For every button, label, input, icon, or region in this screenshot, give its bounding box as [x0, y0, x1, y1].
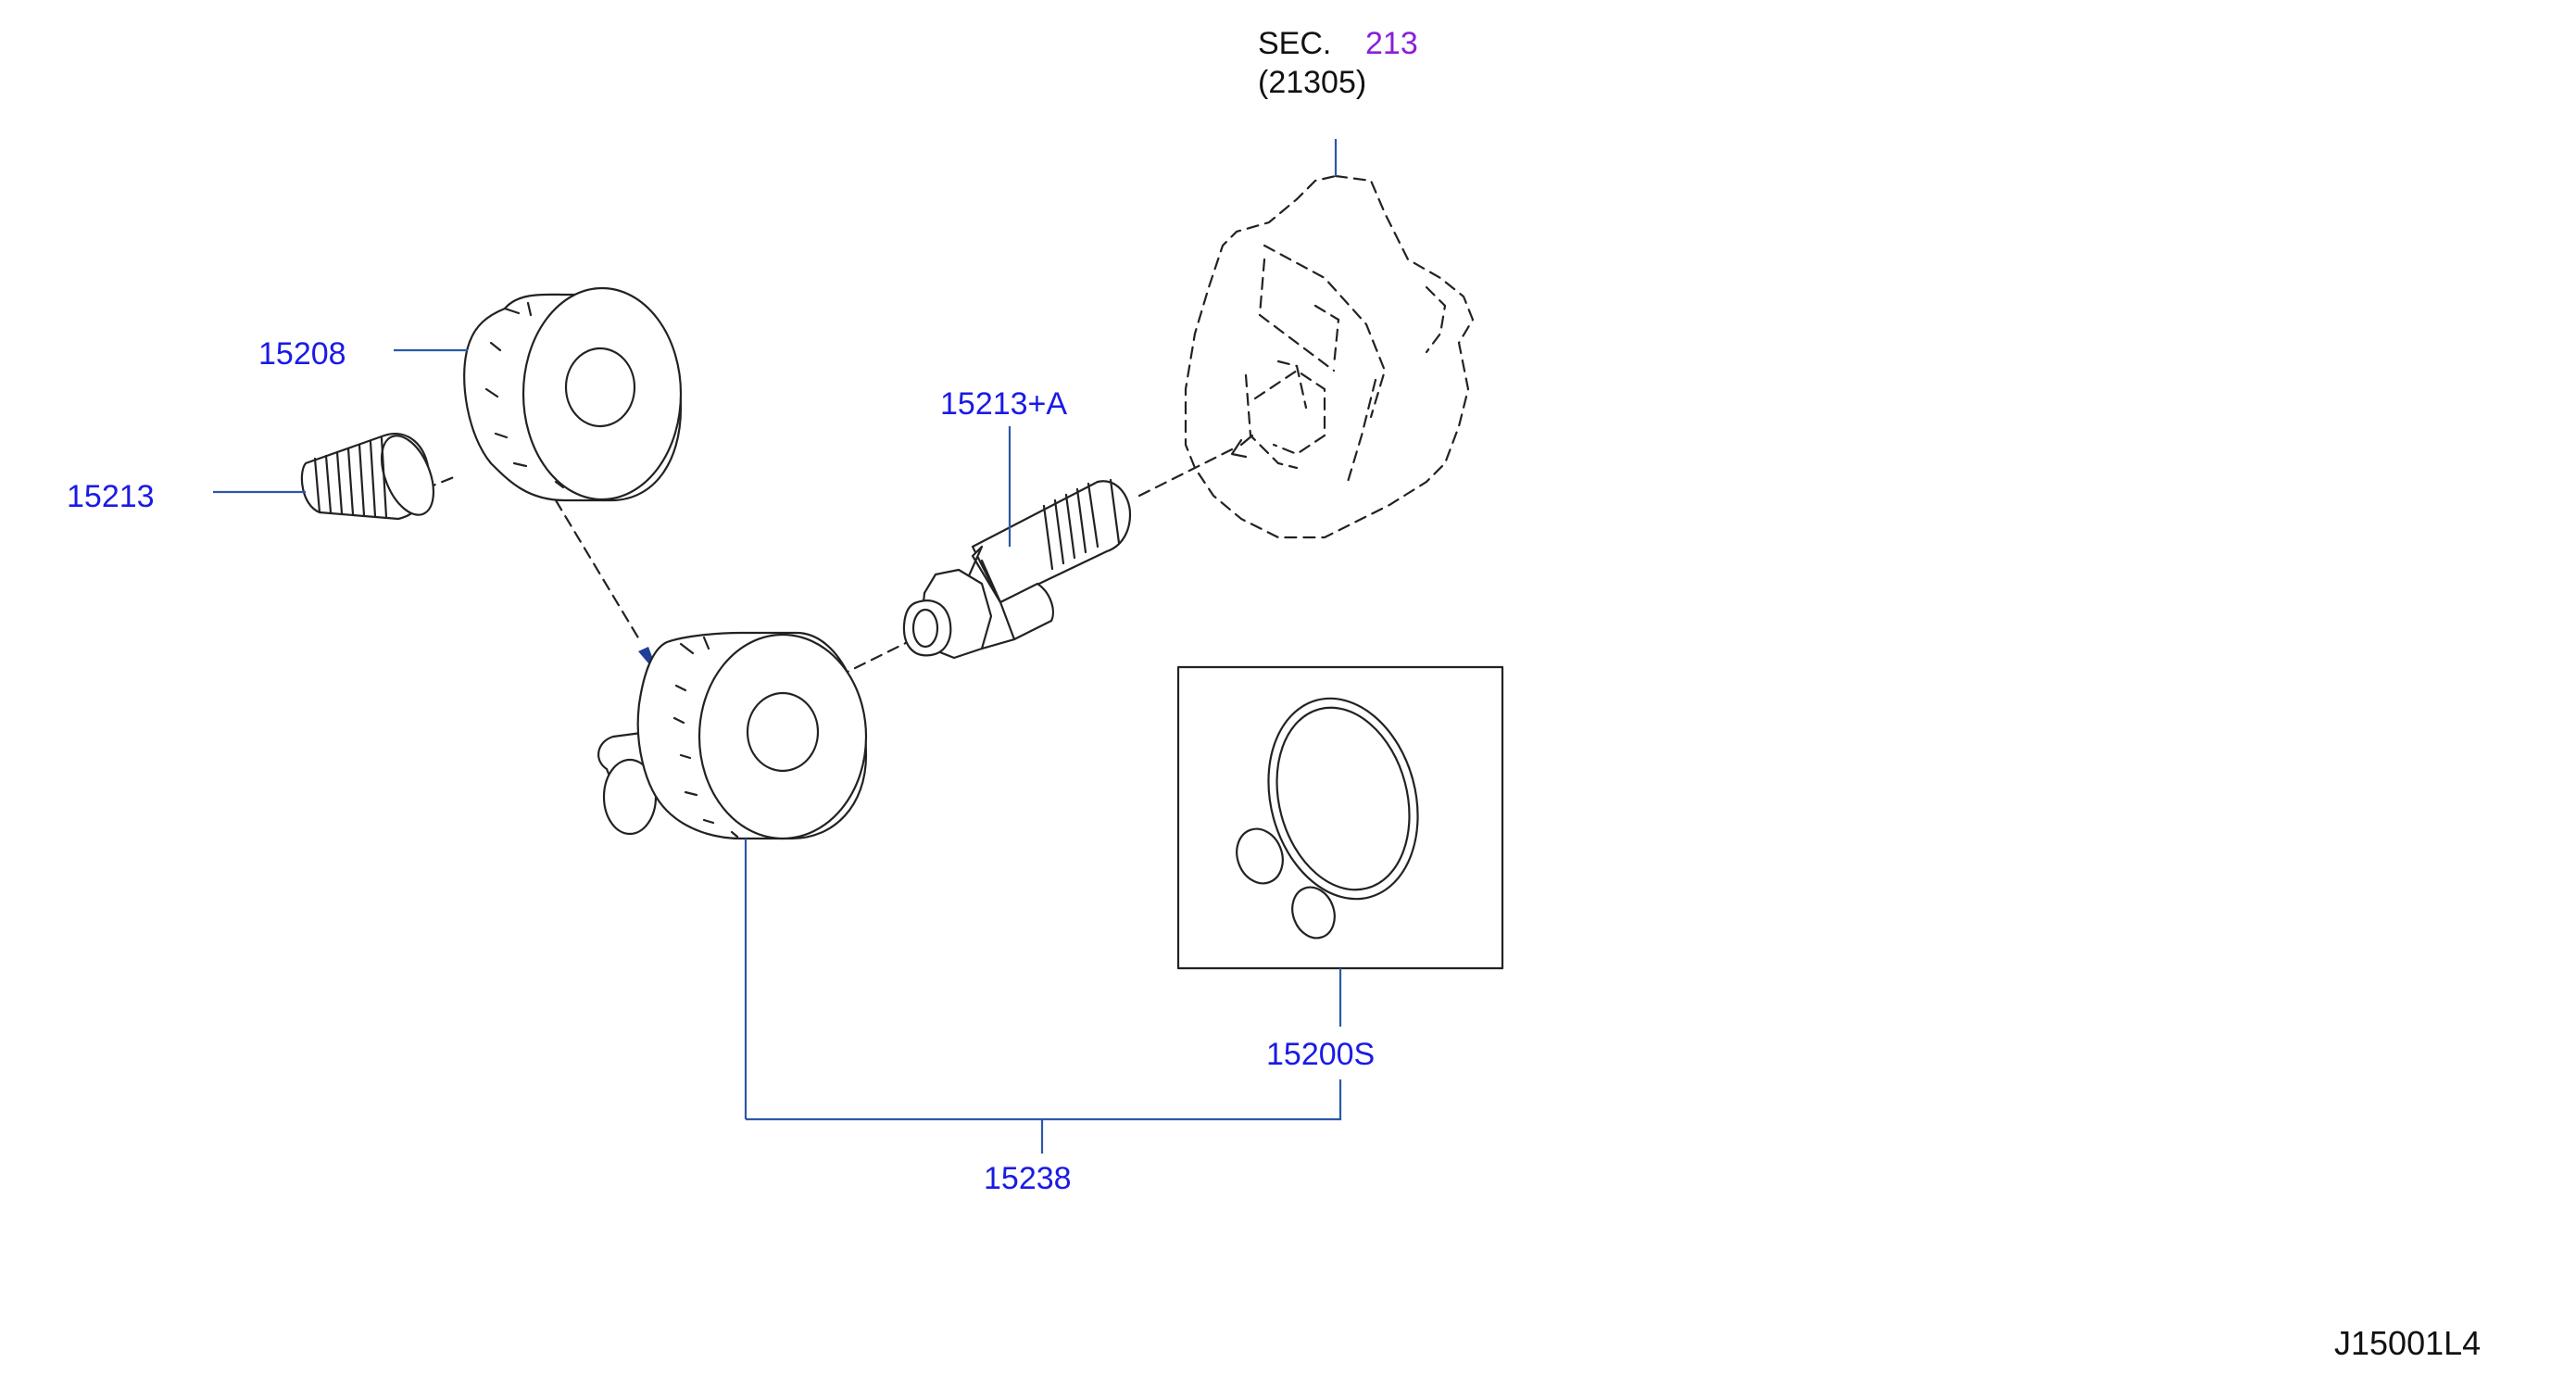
- section-sub-reference: (21305): [1258, 65, 1367, 100]
- connector-15213a-drawing: [902, 478, 1132, 660]
- part-label-15213a[interactable]: 15213+A: [940, 386, 1068, 422]
- part-label-15200s[interactable]: 15200S: [1266, 1037, 1376, 1072]
- part-label-15213[interactable]: 15213: [67, 479, 155, 514]
- group-15238-bracket: [746, 1079, 1342, 1121]
- section-prefix: SEC.: [1258, 26, 1332, 61]
- oil-filter-15238-drawing: [597, 631, 868, 840]
- engine-block-outline: [1184, 174, 1475, 539]
- part-label-15238[interactable]: 15238: [984, 1161, 1072, 1196]
- part-label-15208[interactable]: 15208: [258, 336, 346, 372]
- connector-15213-drawing: [300, 433, 435, 521]
- section-number-link[interactable]: 213: [1365, 26, 1418, 61]
- diagram-code: J15001L4: [2334, 1324, 2482, 1362]
- oil-filter-15208-drawing: [463, 286, 683, 502]
- seal-kit-15200s-box: [1176, 665, 1504, 970]
